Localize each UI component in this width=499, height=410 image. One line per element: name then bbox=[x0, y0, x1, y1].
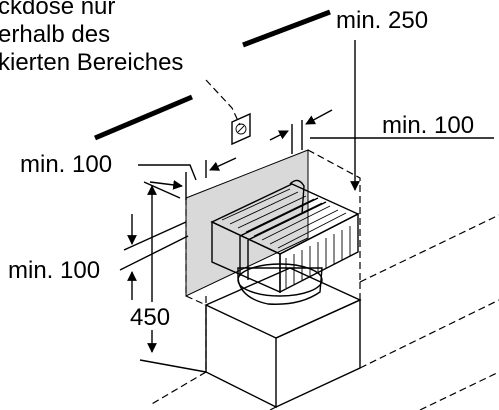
note-line-2: erhalb des bbox=[0, 21, 110, 48]
dimension-min-100-left-top: min. 100 bbox=[20, 151, 237, 200]
socket-zone-area bbox=[185, 149, 309, 297]
svg-text:min. 100: min. 100 bbox=[8, 257, 100, 284]
dimension-min-100-left-middle: min. 100 bbox=[8, 214, 189, 300]
cabinet-box bbox=[204, 267, 362, 409]
svg-text:450: 450 bbox=[130, 304, 170, 331]
dimension-min-100-right: min. 100 bbox=[269, 109, 494, 154]
svg-text:min. 250: min. 250 bbox=[336, 7, 428, 34]
ceiling-edge-left bbox=[94, 94, 193, 141]
note-line-3: kierten Bereiches bbox=[0, 49, 183, 76]
note-line-1: ckdose nur bbox=[0, 0, 115, 20]
dimension-min-250: min. 250 bbox=[336, 7, 428, 191]
svg-text:min. 100: min. 100 bbox=[20, 151, 112, 178]
svg-text:min. 100: min. 100 bbox=[382, 112, 474, 139]
dimension-450: 450 bbox=[130, 181, 207, 373]
note-leader-line bbox=[205, 79, 241, 126]
filter-unit bbox=[210, 179, 360, 305]
ceiling-edge-right bbox=[242, 9, 331, 48]
socket-icon bbox=[231, 112, 251, 146]
